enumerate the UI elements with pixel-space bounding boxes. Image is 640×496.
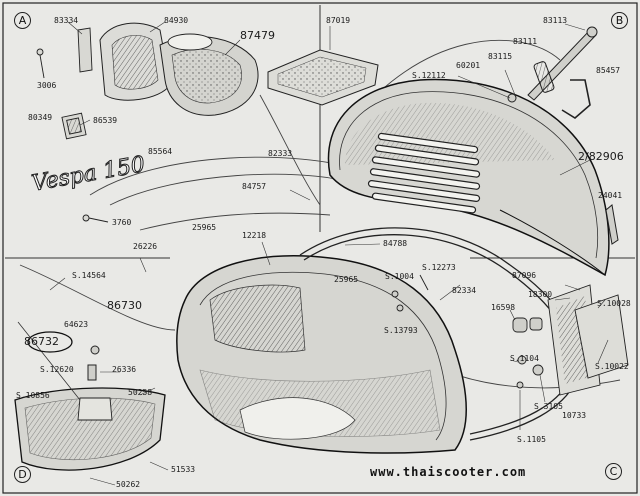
part-label: 83111	[513, 37, 538, 46]
part-label: 25965	[334, 275, 359, 284]
part-label: 87096	[512, 271, 537, 280]
small-brackets	[36, 27, 109, 223]
part-label: S.14564	[72, 271, 106, 280]
part-label: S.1104	[510, 354, 539, 363]
part-label: S.3105	[534, 402, 563, 411]
part-label: 3760	[112, 218, 132, 227]
right-side-cowl	[327, 78, 610, 277]
part-label: 87019	[326, 16, 351, 25]
part-label: S.1004	[385, 272, 414, 281]
part-label: 85457	[596, 66, 621, 75]
part-label: 25965	[192, 223, 217, 232]
part-label: 87479	[240, 29, 275, 42]
cowl-latch-parts	[507, 26, 619, 245]
part-label: 80349	[28, 113, 53, 122]
part-label: 82333	[268, 149, 293, 158]
part-label: 84930	[164, 16, 189, 25]
part-label: S.10022	[595, 362, 629, 371]
part-label: 12218	[242, 231, 267, 240]
website-url: www.thaiscooter.com	[370, 465, 527, 479]
glovebox-mat	[267, 49, 379, 106]
lower-trim-panel	[14, 321, 166, 471]
part-label: S.12620	[40, 365, 74, 374]
part-label: S.13793	[384, 326, 418, 335]
part-label: S.12273	[422, 263, 456, 272]
part-label: 85564	[148, 147, 173, 156]
part-label: S.1105	[517, 435, 546, 444]
hardware-bits	[391, 274, 629, 396]
part-label: 26226	[133, 242, 158, 251]
left-side-cowl	[176, 255, 467, 454]
part-label: S.10856	[16, 391, 50, 400]
part-label: 18300	[528, 290, 553, 299]
horn-cover-part	[99, 22, 259, 116]
part-label: 51533	[171, 465, 196, 474]
part-label: 50258	[128, 388, 153, 397]
part-label: 64623	[64, 320, 89, 329]
part-label: 86730	[107, 299, 142, 312]
leader-lines	[49, 21, 609, 486]
part-label: 60201	[456, 61, 481, 70]
part-label: 83115	[488, 52, 513, 61]
quadrant-a-marker: A	[14, 12, 31, 29]
part-label: 16598	[491, 303, 516, 312]
part-label: 83334	[54, 16, 79, 25]
part-label: 50262	[116, 480, 141, 489]
part-label: 24041	[598, 191, 623, 200]
part-label: S.12112	[412, 71, 446, 80]
part-label: 82334	[452, 286, 477, 295]
part-label: 84788	[383, 239, 408, 248]
part-label-circled: 86732	[24, 335, 59, 348]
part-label: 10733	[562, 411, 587, 420]
part-label: 83113	[543, 16, 568, 25]
part-label: 26336	[112, 365, 137, 374]
part-label: 3006	[37, 81, 57, 90]
part-label: 2/82906	[578, 150, 624, 163]
part-label: 86539	[93, 116, 118, 125]
quadrant-c-marker: C	[605, 463, 622, 480]
quadrant-d-marker: D	[14, 466, 31, 483]
part-label: 84757	[242, 182, 267, 191]
part-label: S.10028	[597, 299, 631, 308]
quadrant-b-marker: B	[611, 12, 628, 29]
